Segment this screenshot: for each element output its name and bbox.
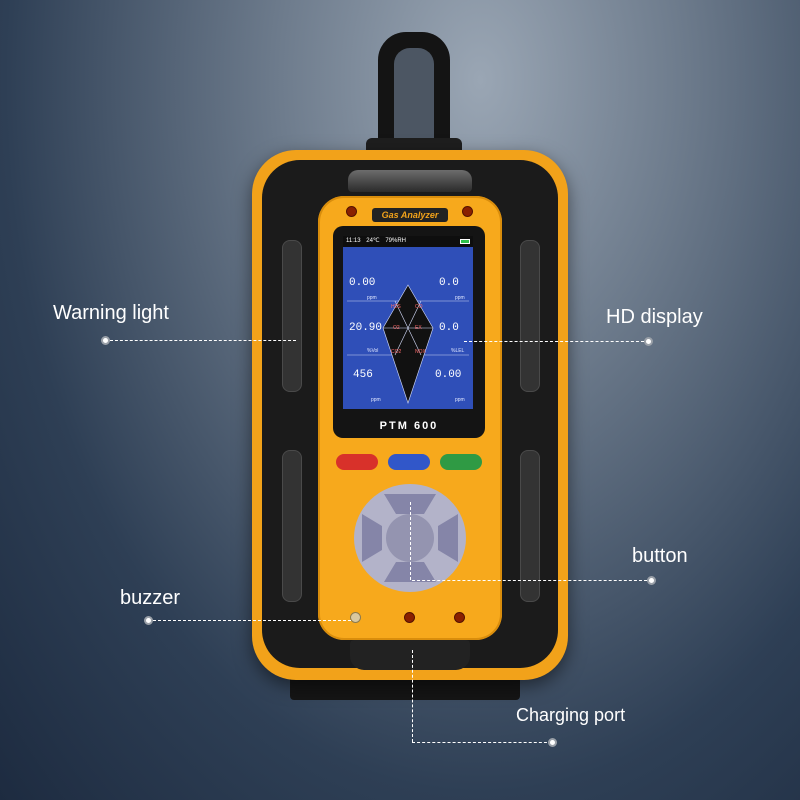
reading-value: 456: [353, 369, 373, 381]
button-leader: [412, 580, 647, 581]
battery-icon: [460, 239, 470, 244]
gas-label: H2S: [391, 304, 401, 310]
gas-label: CO: [415, 304, 423, 310]
status-bar: 11:13 24℃ 79%RH: [343, 236, 473, 247]
screw-top-left: [346, 206, 357, 217]
hd-display-label: HD display: [606, 306, 703, 328]
callout-point: [644, 337, 653, 346]
right-warning-light-lower: [520, 450, 540, 602]
right-arrow-key[interactable]: [438, 514, 458, 562]
reading-unit: %Vol: [367, 348, 379, 354]
model-label: PTM 600: [379, 420, 439, 432]
warning-light-leader: [110, 340, 296, 341]
reading-value: 0.0: [439, 277, 459, 289]
reading-value: 0.00: [349, 277, 376, 289]
brand-plate: Gas Analyzer: [372, 208, 448, 222]
screw-top-right: [462, 206, 473, 217]
reading-unit: %LEL: [451, 348, 465, 354]
gas-label: EX: [415, 325, 422, 331]
hd-display: 0.00 ppm 0.0 ppm 20.90 %Vol 0.0 %LEL 456…: [343, 247, 473, 409]
reading-unit: ppm: [455, 397, 465, 403]
button-leader-vertical: [410, 502, 411, 580]
buzzer-leader: [153, 620, 351, 621]
gas-label: O2: [393, 325, 400, 331]
right-warning-light-upper: [520, 240, 540, 392]
green-function-button[interactable]: [440, 454, 482, 470]
reading-value: 0.00: [435, 369, 462, 381]
handle-opening: [394, 48, 434, 152]
blue-function-button[interactable]: [388, 454, 430, 470]
buzzer-hole: [350, 612, 361, 623]
indicator-led: [454, 612, 465, 623]
left-warning-light-lower: [282, 450, 302, 602]
charging-port-leader-vertical: [412, 650, 413, 742]
top-warning-light: [348, 170, 472, 192]
callout-point: [144, 616, 153, 625]
charging-port-cover: [350, 640, 470, 670]
red-function-button[interactable]: [336, 454, 378, 470]
left-warning-light-upper: [282, 240, 302, 392]
status-humidity: 79%RH: [385, 238, 407, 244]
buzzer-label: buzzer: [120, 587, 181, 609]
hd-display-leader: [464, 341, 644, 342]
gas-label: NOX: [415, 349, 426, 355]
charging-port-leader: [412, 742, 552, 743]
warning-light-label: Warning light: [53, 302, 169, 324]
reading-unit: ppm: [367, 295, 377, 301]
display-grid: [347, 284, 469, 404]
indicator-led: [404, 612, 415, 623]
callout-point: [647, 576, 656, 585]
charging-port-label: Charging port: [516, 705, 626, 725]
left-arrow-key[interactable]: [362, 514, 382, 562]
reading-unit: ppm: [371, 397, 381, 403]
status-temp: 24℃: [366, 238, 380, 244]
callout-point: [101, 336, 110, 345]
button-label: button: [632, 545, 688, 567]
reading-value: 20.90: [349, 322, 383, 334]
callout-point: [548, 738, 557, 747]
reading-unit: ppm: [455, 295, 465, 301]
gas-label: CO2: [391, 349, 402, 355]
status-time: 11:13: [346, 238, 361, 244]
reading-value: 0.0: [439, 322, 459, 334]
